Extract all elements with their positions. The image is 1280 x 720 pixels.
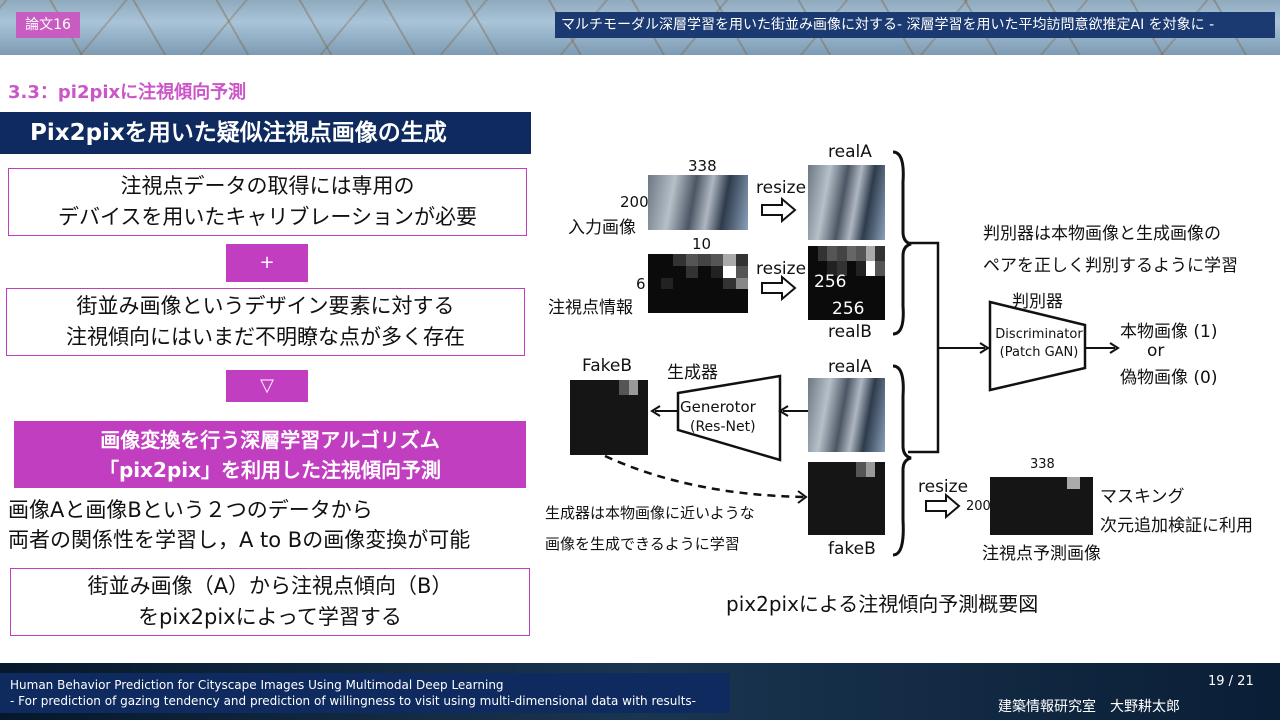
header-title: マルチモーダル深層学習を用いた街並み画像に対する- 深層学習を用いた平均訪問意欲…	[555, 12, 1275, 38]
therefore-marker: ▽	[226, 370, 308, 402]
desc-line-1: 画像Aと画像Bという２つのデータから	[8, 498, 373, 522]
generator-shape	[676, 374, 782, 462]
discriminator-title: 判別器	[1012, 292, 1063, 312]
gen-note: 生成器は本物画像に近いような	[545, 504, 755, 522]
text: 「pix2pix」を利用した注視傾向予測	[98, 457, 442, 482]
generator-label: (Res-Net)	[690, 419, 756, 435]
brace-bottom	[892, 364, 912, 557]
paper-badge: 論文16	[16, 12, 80, 38]
resize-label: resize	[756, 178, 807, 198]
fakeB-generated-image	[570, 380, 648, 455]
fakeB-label: fakeB	[828, 539, 876, 559]
input-image	[648, 175, 748, 230]
realB-image	[808, 246, 885, 320]
input-height: 200	[620, 193, 649, 211]
page-number: 19 / 21	[1208, 674, 1254, 689]
resize-arrow-2	[761, 274, 797, 302]
resize-arrow-3	[925, 492, 961, 520]
statement-box-3: 街並み画像（A）から注視点傾向（B） をpix2pixによって学習する	[10, 568, 530, 636]
usage-label: 次元追加検証に利用	[1100, 516, 1253, 536]
discriminator-label: Discriminator	[995, 327, 1083, 342]
diagram-lines	[604, 150, 1120, 557]
text: 街並み画像というデザイン要素に対する	[76, 294, 455, 318]
text: 注視傾向にはいまだ不明瞭な点が多く存在	[66, 325, 465, 349]
generator-title: 生成器	[667, 363, 718, 383]
gaze-height: 6	[636, 275, 646, 293]
dashed-link	[604, 454, 806, 499]
realA-label: realA	[828, 142, 872, 162]
pred-height: 200	[966, 499, 991, 514]
bracket	[908, 241, 940, 454]
masking-label: マスキング	[1100, 487, 1185, 507]
statement-box-2: 街並み画像というデザイン要素に対する注視傾向にはいまだ不明瞭な点が多く存在	[6, 288, 525, 356]
disc-note: 判別器は本物画像と生成画像の	[983, 224, 1221, 244]
desc-line-2: 両者の関係性を学習し，A to Bの画像変換が可能	[8, 528, 471, 552]
input-width: 338	[688, 157, 717, 175]
gen-note: 画像を生成できるように学習	[545, 535, 740, 553]
realB-label: realB	[828, 322, 872, 342]
statement-box-1: 注視点データの取得には専用のデバイスを用いたキャリブレーションが必要	[8, 168, 527, 236]
predicted-gaze-image	[990, 477, 1093, 535]
footer-line-1: Human Behavior Prediction for Cityscape …	[10, 678, 504, 692]
footer-title-box: Human Behavior Prediction for Cityscape …	[0, 673, 730, 713]
gaze-width: 10	[692, 235, 712, 253]
gaze-label: 注視点情報	[548, 298, 633, 318]
pred-label: 注視点予測画像	[982, 544, 1101, 564]
realA-image	[808, 378, 885, 452]
resize-arrow-1	[761, 196, 797, 224]
size-256: 256	[832, 299, 865, 319]
section-heading: 3.3：pi2pixに注視傾向予測	[8, 82, 247, 103]
discriminator-shape	[988, 300, 1087, 392]
text: 街並み画像（A）から注視点傾向（B）	[87, 574, 453, 598]
text: 注視点データの取得には専用の	[120, 174, 415, 198]
generator-label: Generotor	[680, 398, 756, 416]
output-real: 本物画像 (1)	[1120, 322, 1218, 342]
size-256: 256	[814, 272, 847, 292]
text: デバイスを用いたキャリブレーションが必要	[58, 205, 477, 229]
footer-author: 建築情報研究室 大野耕太郎	[998, 699, 1180, 715]
highlight-box: 画像変換を行う深層学習アルゴリズム「pix2pix」を利用した注視傾向予測	[14, 421, 526, 488]
realA-label: realA	[828, 357, 872, 377]
output-fake: 偽物画像 (0)	[1120, 368, 1218, 388]
output-or: or	[1147, 341, 1165, 361]
discriminator-label: (Patch GAN)	[999, 345, 1079, 360]
fakeB-image	[808, 462, 885, 535]
pred-width: 338	[1030, 457, 1055, 472]
plus-marker: +	[226, 244, 308, 282]
gaze-heatmap	[648, 254, 748, 313]
resize-label: resize	[756, 259, 807, 279]
text: 画像変換を行う深層学習アルゴリズム	[100, 427, 440, 452]
disc-note: ペアを正しく判別するように学習	[983, 256, 1238, 276]
realA-image	[808, 165, 885, 240]
footer-line-2: - For prediction of gazing tendency and …	[10, 694, 696, 708]
resize-label: resize	[918, 477, 969, 497]
fakeB-title: FakeB	[582, 356, 632, 376]
input-label: 入力画像	[568, 218, 636, 238]
slide-title: Pix2pixを用いた疑似注視点画像の生成	[0, 112, 531, 154]
figure-caption: pix2pixによる注視傾向予測概要図	[726, 592, 1039, 616]
text: をpix2pixによって学習する	[138, 605, 402, 629]
